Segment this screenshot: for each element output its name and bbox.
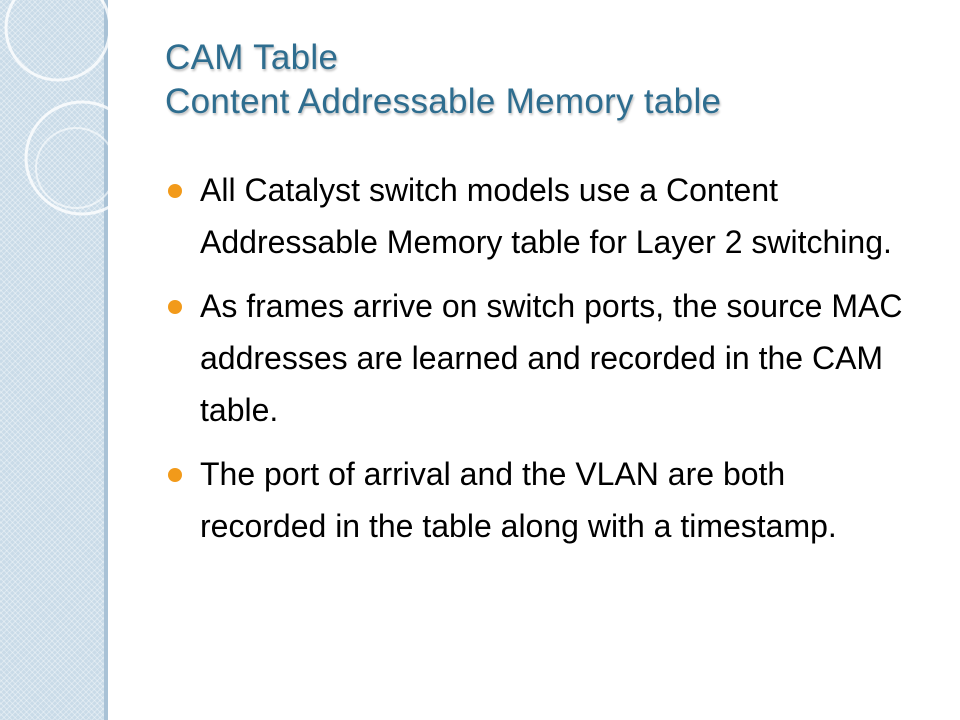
bullet-item: All Catalyst switch models use a Content… [168, 164, 908, 268]
bullet-text: As frames arrive on switch ports, the so… [200, 288, 903, 428]
bullet-text: All Catalyst switch models use a Content… [200, 172, 892, 260]
bullet-dot-icon [168, 300, 182, 314]
title-line-2: Content Addressable Memory table [165, 82, 722, 121]
bullet-text: The port of arrival and the VLAN are bot… [200, 456, 837, 544]
bullet-list: All Catalyst switch models use a Content… [168, 164, 908, 564]
bullet-item: As frames arrive on switch ports, the so… [168, 280, 908, 436]
bullet-dot-icon [168, 184, 182, 198]
title-line-1: CAM Table [165, 38, 339, 77]
bullet-dot-icon [168, 468, 182, 482]
side-band-edge [104, 0, 108, 720]
decorative-circles [4, 0, 108, 216]
slide-title: CAM Table Content Addressable Memory tab… [165, 36, 925, 124]
bullet-item: The port of arrival and the VLAN are bot… [168, 448, 908, 552]
side-band [0, 0, 104, 720]
